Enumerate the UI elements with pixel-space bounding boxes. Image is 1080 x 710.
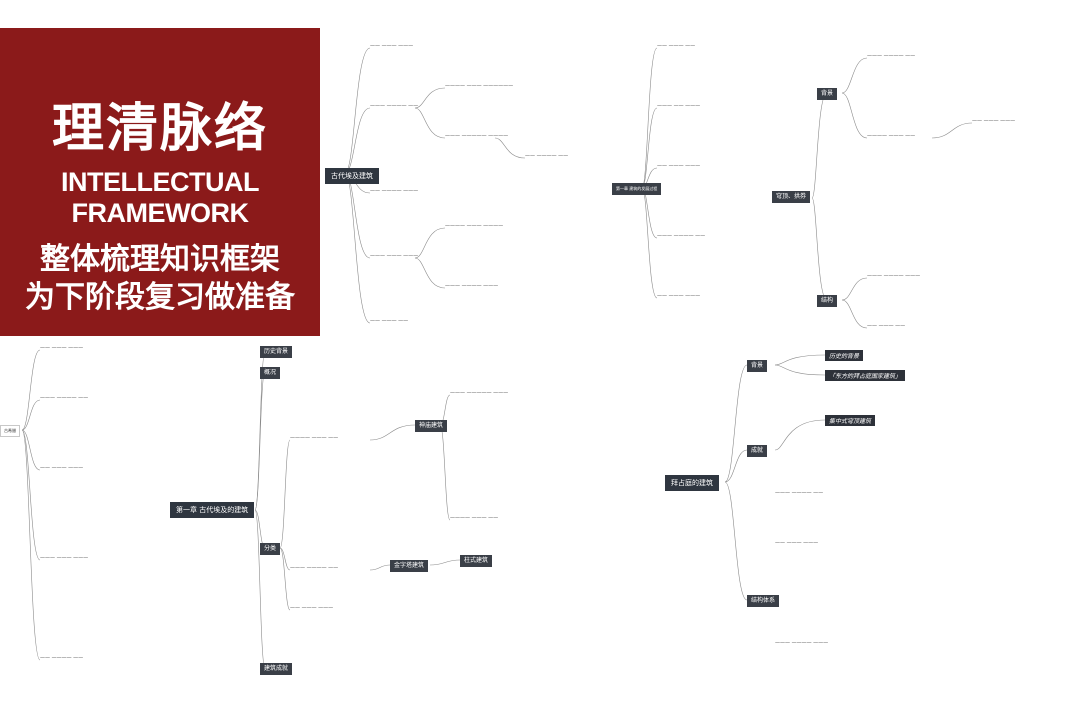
banner-title-cn: 理清脉络	[51, 99, 268, 159]
mindmap-line: ———— ——— ——	[290, 435, 339, 441]
mindmap-line: ———— ——— ————	[445, 223, 504, 229]
mindmap-tag: 集中式穹顶建筑	[825, 415, 876, 426]
mindmap-line: ——— ———— ——	[370, 103, 419, 109]
mindmap-line: —— ———— ——	[525, 153, 569, 159]
mindmap-branch: 分类	[260, 543, 281, 555]
mindmap-line: —— ——— ———	[40, 345, 84, 351]
mindmap-connectors	[641, 47, 658, 299]
mindmap-node: 金字塔建筑	[390, 560, 429, 572]
mindmap-branch: 历史背景	[260, 346, 293, 358]
mindmap-bottom-right: 拜占庭的建筑 背景 成就 结构体系 历史的背景 「东方的拜占庭国家建筑」 集中式…	[665, 340, 1080, 710]
mindmap-root: 第一章 建筑的发展过程	[612, 183, 662, 195]
mindmap-line: ——— ———— ——	[290, 565, 339, 571]
mindmap-connectors	[811, 57, 973, 329]
mindmap-branch: 背景	[747, 360, 768, 372]
mindmap-bottom-center: 第一章 古代埃及的建筑 历史背景 概况 分类 建筑成就 神庙建筑 金字塔建筑 柱…	[170, 340, 640, 710]
mindmap-root: 第一章 古代埃及的建筑	[170, 502, 255, 518]
mindmap-line: —— ——— ———	[370, 43, 414, 49]
banner-line-1: 整体梳理知识框架	[40, 242, 280, 277]
mindmap-node: 柱式建筑	[460, 555, 493, 567]
mindmap-line: —— ——— ——	[657, 43, 696, 49]
mindmap-branch: 背景	[817, 88, 838, 100]
mindmap-line: ——— ————— ————	[445, 133, 509, 139]
mindmap-connectors	[21, 349, 41, 661]
mindmap-line: ——— ———— ——	[657, 233, 706, 239]
mindmap-line: ———— ——— ——	[867, 133, 916, 139]
mindmap-root: 拜占庭的建筑	[665, 475, 719, 491]
mindmap-line: —— ———— ———	[370, 188, 419, 194]
mindmap-line: —— ——— ——	[370, 318, 409, 324]
mindmap-line: —— ——— ———	[775, 540, 819, 546]
mindmap-branch: 结构	[817, 295, 838, 307]
title-banner: 理清脉络 INTELLECTUAL FRAMEWORK 整体梳理知识框架 为下阶…	[0, 28, 320, 336]
mindmap-top-center: 古代埃及建筑 —— ——— ——— ——— ———— —— —— ———— ——…	[325, 28, 615, 336]
mindmap-line: ——— ———— ——	[40, 395, 89, 401]
mindmap-connectors	[724, 354, 826, 601]
mindmap-line: ———— ——— ——	[450, 515, 499, 521]
mindmap-line: ——— —— ———	[657, 103, 701, 109]
mindmap-line: —— ——— ———	[657, 293, 701, 299]
mindmap-connectors	[254, 351, 461, 669]
mindmap-line: ——— ———— ———	[775, 640, 829, 646]
mindmap-bottom-left: 古希腊 —— ——— ——— ——— ———— —— —— ——— ——— ——…	[0, 340, 250, 710]
mindmap-line: ——— ——— ———	[40, 555, 89, 561]
mindmap-branch: 成就	[747, 445, 768, 457]
mindmap-tag: 「东方的拜占庭国家建筑」	[825, 370, 906, 381]
mindmap-line: ——— ———— ———	[867, 273, 921, 279]
mindmap-line: ——— ———— ——	[775, 490, 824, 496]
mindmap-line: ——— ——— ———	[370, 253, 419, 259]
mindmap-root: 古代埃及建筑	[325, 168, 379, 184]
banner-line-2: 为下阶段复习做准备	[25, 280, 295, 315]
mindmap-branch: 结构体系	[747, 595, 780, 607]
mindmap-line: ——— ———— ———	[445, 283, 499, 289]
mindmap-line: —— ———— ——	[40, 655, 84, 661]
mindmap-root: 穹顶、拱券	[772, 191, 811, 203]
mindmap-branch: 建筑成就	[260, 663, 293, 675]
mindmap-node: 神庙建筑	[415, 420, 448, 432]
banner-subtitle: 整体梳理知识框架 为下阶段复习做准备	[0, 241, 320, 317]
mindmap-tag: 历史的背景	[825, 350, 864, 361]
mindmap-line: —— ——— ——	[867, 323, 906, 329]
mindmap-top-mid: 第一章 建筑的发展过程 —— ——— —— ——— —— ——— —— ——— …	[612, 28, 772, 336]
mindmap-line: —— ——— ———	[972, 118, 1016, 124]
mindmap-line: ——— ———— ——	[867, 53, 916, 59]
mindmap-line: ——— ————— ———	[450, 390, 509, 396]
mindmap-line: —— ——— ———	[40, 465, 84, 471]
banner-title-en: INTELLECTUAL FRAMEWORK	[61, 167, 259, 228]
mindmap-line: —— ——— ———	[290, 605, 334, 611]
mindmap-root: 古希腊	[0, 425, 20, 437]
mindmap-branch: 概况	[260, 367, 281, 379]
mindmap-line: ———— ——— ——————	[445, 83, 514, 89]
mindmap-top-right: 穹顶、拱券 背景 结构 ——— ———— —— ———— ——— —— —— —…	[772, 28, 1072, 336]
mindmap-line: —— ——— ———	[657, 163, 701, 169]
